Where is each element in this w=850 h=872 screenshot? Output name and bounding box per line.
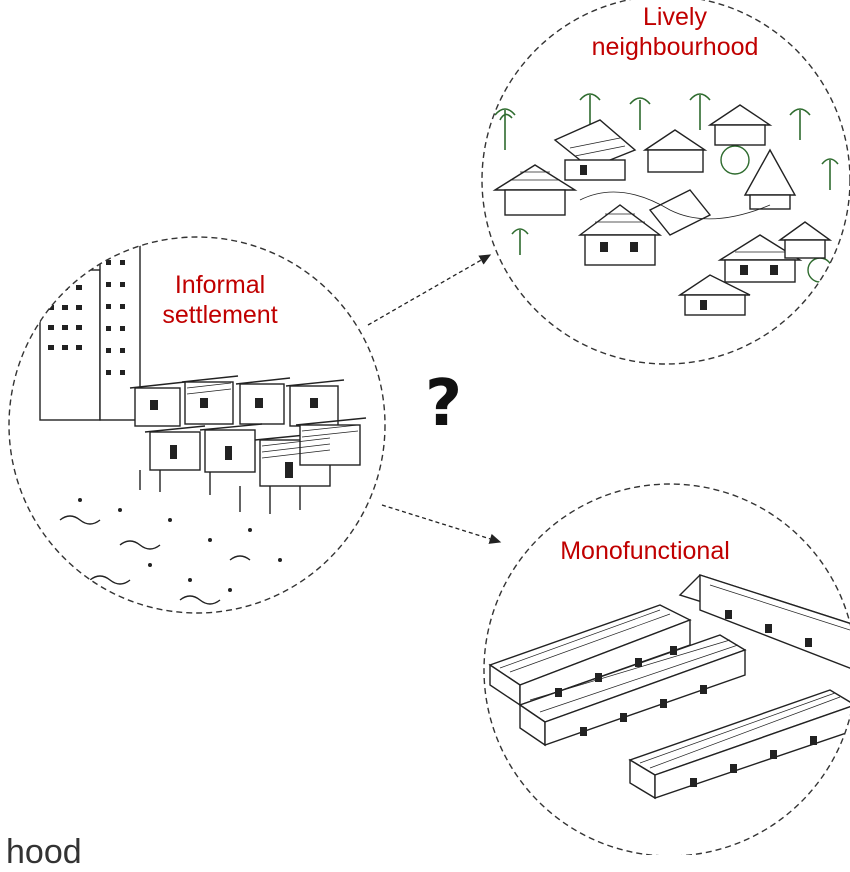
mono-label-text: Monofunctional — [560, 537, 730, 565]
informal-dots — [58, 498, 282, 612]
arrow-to-monofunctional — [381, 504, 502, 544]
arrow-to-lively — [367, 254, 492, 326]
monofunctional-circle — [483, 483, 850, 855]
informal-settlement-illustration — [39, 244, 367, 613]
informal-circle — [8, 236, 386, 614]
informal-label-line2: settlement — [162, 301, 278, 329]
lively-label-line2: neighbourhood — [591, 33, 759, 61]
lively-neighbourhood-illustration — [492, 93, 839, 316]
lively-label-line1: Lively — [643, 3, 707, 31]
monofunctional-illustration — [488, 574, 850, 800]
question-mark: ? — [425, 367, 463, 441]
informal-label-line1: Informal — [174, 271, 266, 299]
cut-off-text: hood — [6, 833, 82, 871]
lively-neighbourhood-label: Lively neighbourhood — [560, 2, 790, 62]
monofunctional-label: Monofunctional — [545, 536, 745, 566]
informal-settlement-label: Informal settlement — [140, 270, 300, 330]
